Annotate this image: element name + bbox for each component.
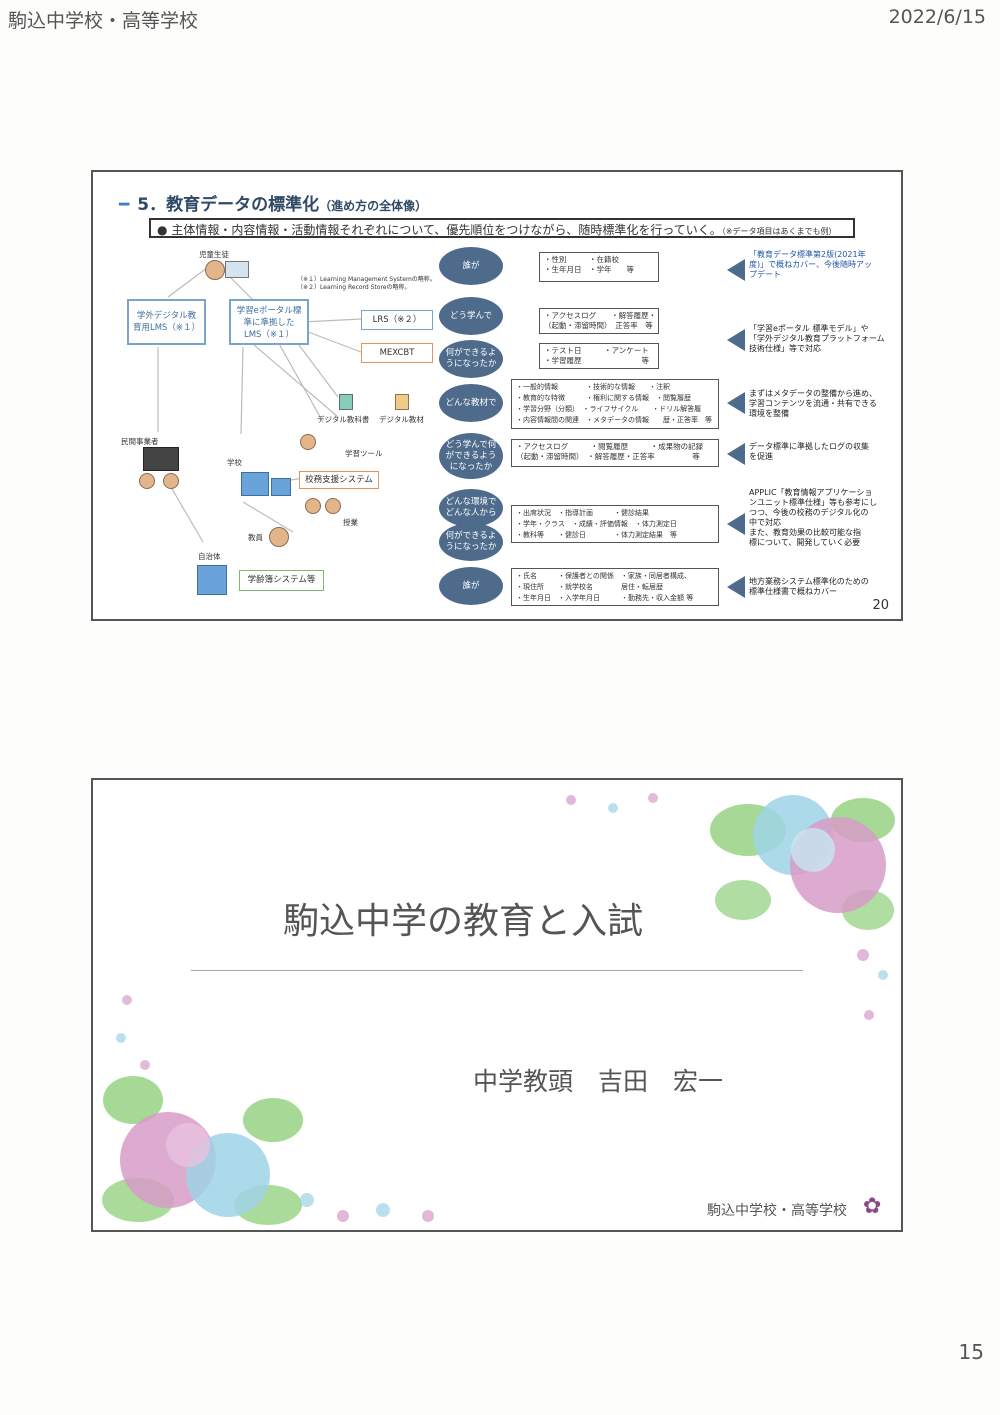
right-note-2: 「学習eポータル 標準モデル」や 「学外デジタル教育プラットフォーム 技術仕様」… [749,324,885,353]
title-dash-icon: ━ [119,195,130,215]
bullet-note: （※データ項目はあくまでも例） [721,227,837,236]
right-note-4: データ標準に準拠したログの収集 を促進 [749,442,869,461]
info-box-how-learned-what-can-do: ・アクセスログ ・閲覧履歴 ・成果物の記録 （起動・滞留時間） ・解答履歴・正答… [511,439,719,467]
class-person-icon [325,498,341,514]
arrow-left-icon [727,392,745,414]
school-affairs-box: 校務支援システム [299,471,379,489]
student-icon [205,260,225,280]
tablet-icon [225,261,249,278]
title-divider [191,970,803,971]
oval-which-material: どんな教材で [439,384,503,422]
info-box-environment: ・出席状況 ・指導計画 ・健診結果 ・学年・クラス ・成績・評価情報 ・体力測定… [511,505,719,543]
bullet-text: 主体情報・内容情報・活動情報それぞれについて、優先順位をつけながら、随時標準化を… [171,223,722,237]
arrow-left-icon [727,513,745,535]
arrow-left-icon [727,576,745,598]
lrs-box: LRS（※２） [361,310,433,330]
slide-title-card: 駒込中学の教育と入試 中学教頭 吉田 宏一 駒込中学校・高等学校 ✿ [91,778,903,1232]
hydrangea-top-right [710,795,895,930]
right-note-5: APPLIC「教育情報アプリケーショ ンユニット標準仕様」等も参考にし つつ、今… [749,488,877,547]
lms-outside-box: 学外デジタル教 育用LMS（※１） [127,299,206,345]
digital-material-icon [395,394,409,410]
school-crest-icon: ✿ [863,1194,882,1219]
presenter-name: 中学教頭 吉田 宏一 [473,1067,724,1096]
label-learning-tool: 学習ツール [345,449,383,458]
company-person-icon [139,473,155,489]
school-name: 駒込中学校・高等学校 [707,1203,847,1219]
oval-what-can-do-2: 何ができるよ うになったか [439,523,503,561]
presentation-title: 駒込中学の教育と入試 [283,901,644,942]
company-monitor-icon [143,447,179,471]
oval-how-learned: どう学んで [439,297,503,335]
slide-number: 20 [872,598,889,613]
teacher-icon [269,527,289,547]
label-digital-textbook: デジタル教科書 [317,415,370,424]
arrow-left-icon [727,259,745,281]
info-box-how-learned: ・アクセスログ ・解答履歴・ （起動・滞留時間） 正答率 等 [539,308,659,334]
right-note-1: 「教育データ標準第2版(2021年 度)」で概ねカバー、今後随時アッ プデート [749,250,873,279]
lms-portal-box: 学習eポータル標 準に準拠した LMS（※１） [229,299,309,345]
label-teacher: 教員 [248,533,263,542]
label-student: 児童生徒 [199,250,229,259]
hydrangea-decoration [102,793,895,1225]
right-note-6: 地方業務システム標準化のための 標準仕様書で概ねカバー [749,577,869,596]
learning-tool-person-icon [300,434,316,450]
slide-education-data-standardization: ━5．教育データの標準化（進め方の全体像） ● 主体情報・内容情報・活動情報それ… [91,170,903,621]
arrow-left-icon [727,443,745,465]
header-date: 2022/6/15 [888,6,986,28]
info-box-who-1: ・性別 ・在籍校 ・生年月日 ・学年 等 [539,252,659,282]
school-building-icon [271,478,291,496]
oval-which-environment: どんな環境で どんな人から [439,489,503,527]
header-school: 駒込中学校・高等学校 [8,10,199,32]
info-box-what-can-do-1: ・テスト日 ・アンケート ・学習履歴 等 [539,343,659,369]
arrow-left-icon [727,329,745,351]
mexcbt-box: MEXCBT [361,343,433,363]
footnote-1: （※１）Learning Management Systemの略称。 [297,276,436,283]
school-building-icon [241,472,269,496]
municipality-building-icon [197,565,227,595]
label-municipality: 自治体 [198,552,221,561]
oval-what-can-do-1: 何ができるよ うになったか [439,340,503,378]
registry-system-box: 学齢簿システム等 [239,570,324,591]
class-person-icon [305,498,321,514]
info-box-who-2: ・氏名 ・保護者との関係 ・家族・同居者構成、 ・現住所 ・就学校名 居住・転居… [511,568,719,606]
info-box-which-material: ・一般的情報 ・技術的な情報 ・注釈 ・教育的な特徴 ・権利に関する情報 ・閲覧… [511,379,719,429]
slide-title: ━5．教育データの標準化（進め方の全体像） [119,195,428,215]
company-person-icon [163,473,179,489]
hydrangea-bottom-left [102,1076,303,1225]
oval-who-2: 誰が [439,567,503,605]
page-number: 15 [958,1340,984,1364]
connector-lines [157,264,362,543]
right-note-3: まずはメタデータの整備から進め、 学習コンテンツを流通・共有できる 環境を整備 [749,389,877,418]
scattered-petals [116,793,888,1222]
label-school: 学校 [227,458,242,467]
label-private-company: 民間事業者 [121,437,159,446]
oval-who-1: 誰が [439,247,503,285]
footnote-2: （※２）Learning Record Storeの略称。 [297,284,411,291]
label-class: 授業 [343,518,358,527]
bullet-box: ● 主体情報・内容情報・活動情報それぞれについて、優先順位をつけながら、随時標準… [149,218,855,238]
bullet-dot-icon: ● [157,223,168,237]
label-digital-material: デジタル教材 [379,415,424,424]
digital-textbook-icon [339,394,353,410]
oval-how-learned-what-can-do: どう学んで何 ができるよう になったか [439,433,503,479]
